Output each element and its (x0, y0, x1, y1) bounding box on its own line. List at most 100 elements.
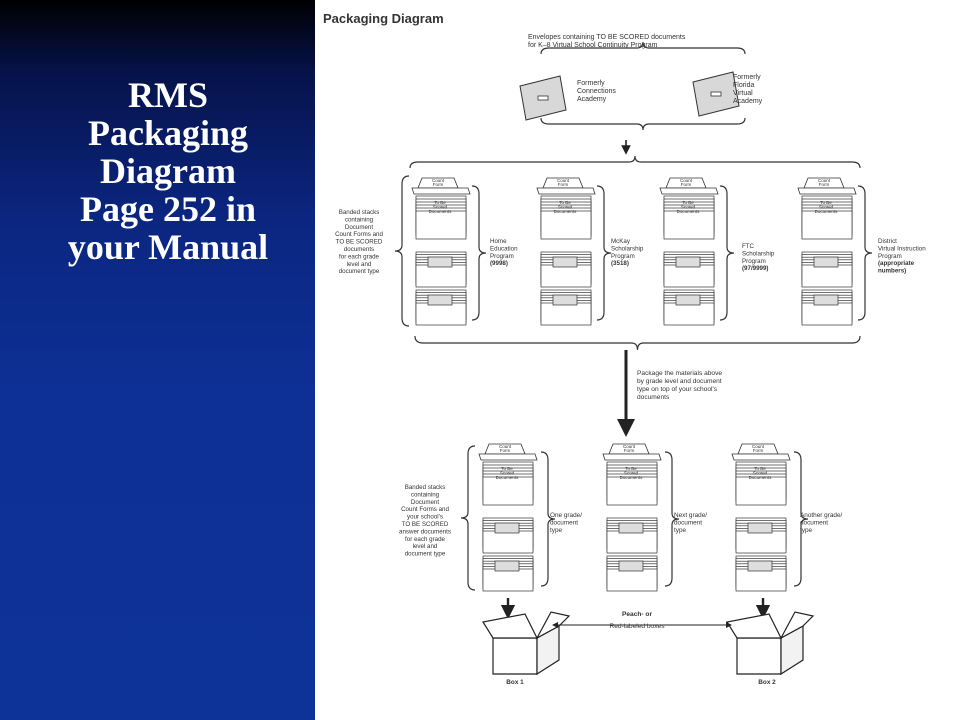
slide-title-line: RMS (128, 75, 208, 115)
slide-title-line: Diagram (100, 151, 236, 191)
grade-brace (793, 451, 809, 587)
stack-label-tile (747, 560, 773, 572)
slide-title-line: your Manual (67, 227, 269, 267)
box-flap-right (779, 611, 815, 640)
stack-label-tile (618, 560, 644, 572)
form-band (478, 453, 538, 461)
envelope-window (710, 91, 722, 97)
stack-sheet (735, 568, 787, 592)
stack-label-tile (675, 294, 701, 306)
envelope-florida (692, 71, 740, 117)
envelope-connections (519, 75, 567, 121)
stack-label-tile (427, 256, 453, 268)
banded-top-brace (394, 175, 410, 327)
slide-title: RMS Packaging Diagram Page 252 in your M… (18, 76, 318, 266)
envelopes-bottom-brace (540, 117, 746, 131)
form-band (411, 187, 471, 195)
program-brace (719, 185, 735, 321)
stack-sheet (663, 302, 715, 326)
stack-label-tile (494, 522, 520, 534)
stack-sheet (801, 302, 853, 326)
stack-sheet (540, 302, 592, 326)
stack-label-tile (813, 294, 839, 306)
programs-bottom-brace (414, 335, 861, 351)
program-brace (857, 185, 873, 321)
stack-sheet (540, 264, 592, 288)
program-brace (596, 185, 612, 321)
form-band (602, 453, 662, 461)
stack-sheet (735, 476, 787, 506)
grade-brace (664, 451, 680, 587)
form-band (536, 187, 596, 195)
program-brace (471, 185, 487, 321)
form-band (797, 187, 857, 195)
stack-label-tile (552, 256, 578, 268)
stack-label-tile (427, 294, 453, 306)
stack-sheet (606, 530, 658, 554)
envelopes-top-brace (540, 41, 746, 55)
stack-sheet (735, 530, 787, 554)
slide-title-line: Packaging (87, 113, 248, 153)
stack-label-tile (813, 256, 839, 268)
diagram-heading: Packaging Diagram (323, 11, 444, 26)
envelope-window (537, 95, 549, 101)
title-panel: RMS Packaging Diagram Page 252 in your M… (0, 0, 315, 720)
box-2 (726, 611, 815, 676)
box-flap-left (726, 613, 782, 639)
slide-title-line: Page 252 in (80, 189, 256, 229)
stack-sheet (415, 264, 467, 288)
box-flap-left (482, 613, 538, 639)
box-1 (482, 611, 571, 676)
stack-label-tile (552, 294, 578, 306)
box-front (492, 637, 538, 675)
stack-sheet (482, 568, 534, 592)
grade-brace (540, 451, 556, 587)
stack-sheet (606, 568, 658, 592)
form-band (731, 453, 791, 461)
programs-top-brace (409, 155, 861, 169)
stack-sheet (482, 476, 534, 506)
box-1-label: Box 1 (506, 679, 524, 686)
form-band (659, 187, 719, 195)
stack-sheet (415, 302, 467, 326)
stack-label-tile (675, 256, 701, 268)
stack-label-tile (747, 522, 773, 534)
stack-sheet (801, 210, 853, 240)
stack-sheet (606, 476, 658, 506)
stack-label-tile (618, 522, 644, 534)
stack-sheet (482, 530, 534, 554)
stack-sheet (415, 210, 467, 240)
envelopes-caption: Envelopes containing TO BE SCORED docume… (528, 34, 686, 49)
